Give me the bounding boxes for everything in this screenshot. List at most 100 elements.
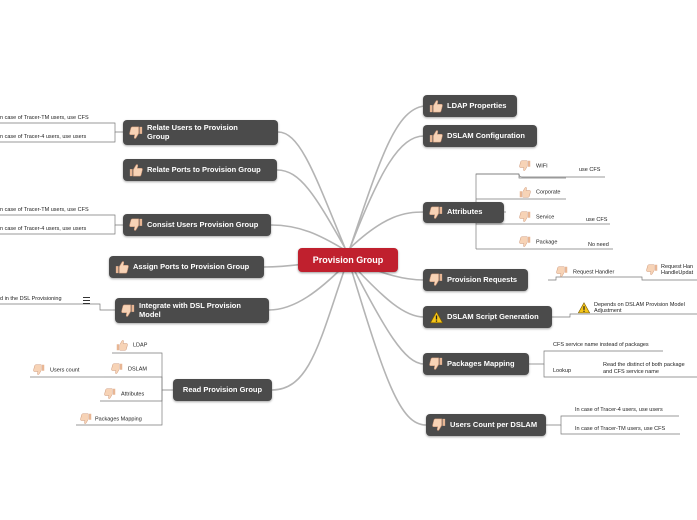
thumbs-down-icon	[33, 364, 45, 376]
note-line: Depends on DSLAM Provision Model	[594, 302, 685, 308]
subtopic-consist-tracertm[interactable]: n case of Tracer-TM users, use CFS	[0, 207, 89, 213]
topic-label: Consist Users Provision Group	[147, 219, 259, 229]
connector-dslam-script	[349, 261, 425, 318]
subtopic-label: Request Handler	[573, 269, 615, 276]
topic-label: DSLAM Script Generation	[447, 311, 539, 321]
topic-label: Attributes	[447, 207, 483, 217]
topic-label: Read Provision Group	[182, 384, 263, 394]
topic-ldap-properties[interactable]: LDAP Properties	[423, 95, 517, 117]
subtopic-cfs-service-name[interactable]: CFS service name instead of packages	[553, 342, 649, 348]
note-line: Adjustment	[594, 308, 622, 315]
subtopic-read-ldap[interactable]: LDAP	[116, 339, 147, 351]
subtopic-label: LDAP	[133, 342, 148, 349]
subtopic-service[interactable]: Service	[519, 211, 554, 223]
subtopic-package[interactable]: Package	[519, 236, 557, 248]
thumbs-down-icon	[646, 264, 658, 276]
connector-integrate	[268, 264, 346, 311]
thumbs-down-icon	[519, 211, 531, 223]
thumbs-up-icon	[116, 339, 128, 351]
note-wifi: use CFS	[579, 167, 601, 173]
subtopic-read-dslam[interactable]: DSLAM	[111, 363, 147, 375]
subtopic-read-attributes[interactable]: Attributes	[104, 388, 144, 400]
note-service: use CFS	[586, 217, 608, 223]
thumbs-down-icon	[556, 266, 568, 278]
subtopic-label: DSLAM	[128, 366, 147, 373]
subtopic-consist-tracer4[interactable]: n case of Tracer-4 users, use users	[0, 226, 87, 232]
connector-relate-users	[277, 131, 346, 249]
thumbs-up-icon	[429, 129, 443, 143]
thumbs-up-icon	[115, 260, 129, 274]
topic-label: Users Count per DSLAM	[450, 419, 538, 429]
thumbs-down-icon	[519, 236, 531, 248]
topic-dslam-script-generation[interactable]: DSLAM Script Generation	[423, 306, 552, 328]
connector-users-count	[349, 264, 427, 426]
warning-icon	[429, 310, 443, 324]
subtopic-dsl-provisioning[interactable]: d in the DSL Provisioning	[0, 296, 62, 302]
topic-label: Provision Requests	[447, 274, 518, 284]
thumbs-down-icon	[121, 304, 135, 318]
thumbs-down-icon	[432, 418, 446, 432]
subtopic-relate-tracer4[interactable]: n case of Tracer-4 users, use users	[0, 134, 87, 140]
thumbs-up-icon	[129, 163, 143, 177]
subtopic-tracertm-users[interactable]: In case of Tracer-TM users, use CFS	[575, 426, 666, 432]
connector-packages-mapping	[349, 261, 425, 365]
note-line: Request Han	[661, 264, 694, 270]
subtopic-relate-tracertm[interactable]: n case of Tracer-TM users, use CFS	[0, 115, 89, 121]
subtopic-corporate[interactable]: Corporate	[519, 186, 560, 198]
topic-users-count-per-dslam[interactable]: Users Count per DSLAM	[426, 414, 546, 436]
subtopic-label: Package	[536, 239, 558, 246]
thumbs-down-icon	[429, 273, 443, 287]
topic-label: Assign Ports to Provision Group	[133, 261, 250, 271]
thumbs-up-icon	[429, 99, 443, 113]
thumbs-down-icon	[129, 218, 143, 232]
topic-relate-ports[interactable]: Relate Ports to Provision Group	[123, 159, 277, 181]
notes-icon[interactable]	[83, 297, 91, 304]
warning-icon	[578, 302, 590, 314]
thumbs-down-icon	[519, 160, 531, 172]
connector-dslam-config	[349, 135, 425, 249]
topic-label: LDAP Properties	[447, 100, 507, 110]
note-lookup: Read the distinct of both package and CF…	[603, 362, 685, 375]
subtopic-users-count[interactable]: Users count	[33, 364, 79, 376]
topic-label: DSLAM Configuration	[447, 130, 525, 140]
thumbs-up-icon	[519, 186, 531, 198]
topic-attributes[interactable]: Attributes	[423, 202, 504, 223]
connector-read-provision	[271, 267, 346, 391]
note-line: HandleUpdat	[661, 270, 694, 277]
subtopic-label: Packages Mapping	[95, 416, 142, 423]
topic-read-provision[interactable]: Read Provision Group	[173, 379, 272, 401]
topic-dslam-configuration[interactable]: DSLAM Configuration	[423, 125, 537, 147]
thumbs-down-icon	[129, 126, 143, 140]
subtopic-request-handler[interactable]: Request Handler	[556, 266, 614, 278]
central-topic[interactable]: Provision Group	[298, 248, 398, 272]
topic-consist-users[interactable]: Consist Users Provision Group	[123, 214, 271, 236]
subtopic-label: Attributes	[121, 391, 145, 398]
topic-label: Group	[147, 131, 170, 141]
topic-label: Packages Mapping	[447, 358, 515, 368]
thumbs-down-icon	[429, 206, 443, 220]
topic-assign-ports[interactable]: Assign Ports to Provision Group	[109, 256, 264, 278]
thumbs-down-icon	[111, 363, 123, 375]
subtopic-wifi[interactable]: WIFI	[519, 160, 548, 172]
topic-packages-mapping[interactable]: Packages Mapping	[423, 353, 529, 375]
subtopic-lookup[interactable]: Lookup	[553, 368, 572, 374]
subtopic-read-packages-mapping[interactable]: Packages Mapping	[80, 413, 142, 425]
note-package: No need	[588, 242, 609, 248]
subtopic-label: Corporate	[536, 189, 561, 196]
subtopic-label: Service	[536, 214, 555, 221]
topic-label: Integrate with DSL Provision	[139, 300, 241, 310]
connector-ldap	[349, 105, 425, 249]
topic-provision-requests[interactable]: Provision Requests	[423, 269, 528, 291]
connector-attributes	[349, 211, 425, 249]
subtopic-tracer4-users[interactable]: In case of Tracer-4 users, use users	[575, 407, 663, 413]
subtopic-label: Users count	[50, 367, 80, 374]
thumbs-down-icon	[429, 357, 443, 371]
sub-connectors	[0, 122, 697, 435]
connector-consist-users	[270, 224, 346, 251]
connector-relate-ports	[276, 169, 346, 249]
note-line: and CFS service name	[603, 368, 659, 375]
